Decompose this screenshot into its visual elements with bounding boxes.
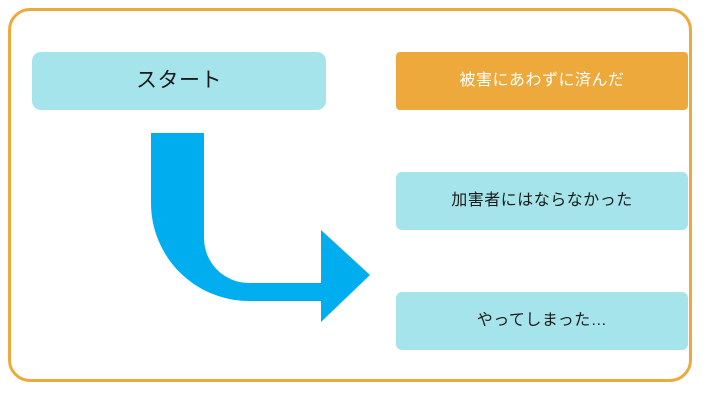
outcome-node-3-label: やってしまった…: [476, 312, 608, 330]
start-node[interactable]: スタート: [32, 52, 326, 110]
outcome-node-2[interactable]: 加害者にはならなかった: [396, 172, 688, 230]
slide-frame-border: [8, 8, 692, 382]
outcome-node-1-label: 被害にあわずに済んだ: [459, 72, 625, 90]
outcome-node-2-label: 加害者にはならなかった: [451, 192, 633, 210]
outcome-node-3[interactable]: やってしまった…: [396, 292, 688, 350]
start-node-label: スタート: [136, 69, 222, 93]
outcome-node-1[interactable]: 被害にあわずに済んだ: [396, 52, 688, 110]
